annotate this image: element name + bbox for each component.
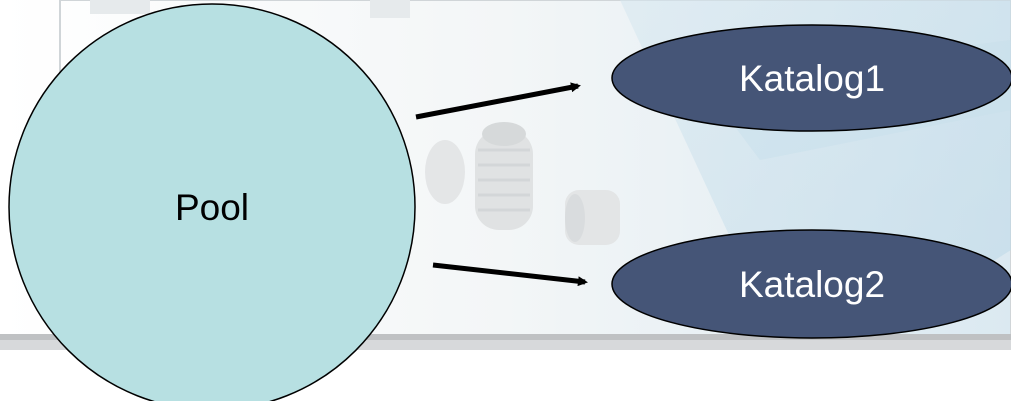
katalog1-label: Katalog1 (739, 58, 885, 99)
pool-node: Pool (8, 3, 416, 401)
arrow-to-katalog1 (415, 82, 581, 120)
katalog1-node: Katalog1 (611, 24, 1011, 132)
arrow-to-katalog2 (432, 262, 588, 287)
pool-label: Pool (175, 187, 249, 228)
katalog2-label: Katalog2 (739, 264, 885, 305)
katalog2-node: Katalog2 (611, 229, 1011, 339)
